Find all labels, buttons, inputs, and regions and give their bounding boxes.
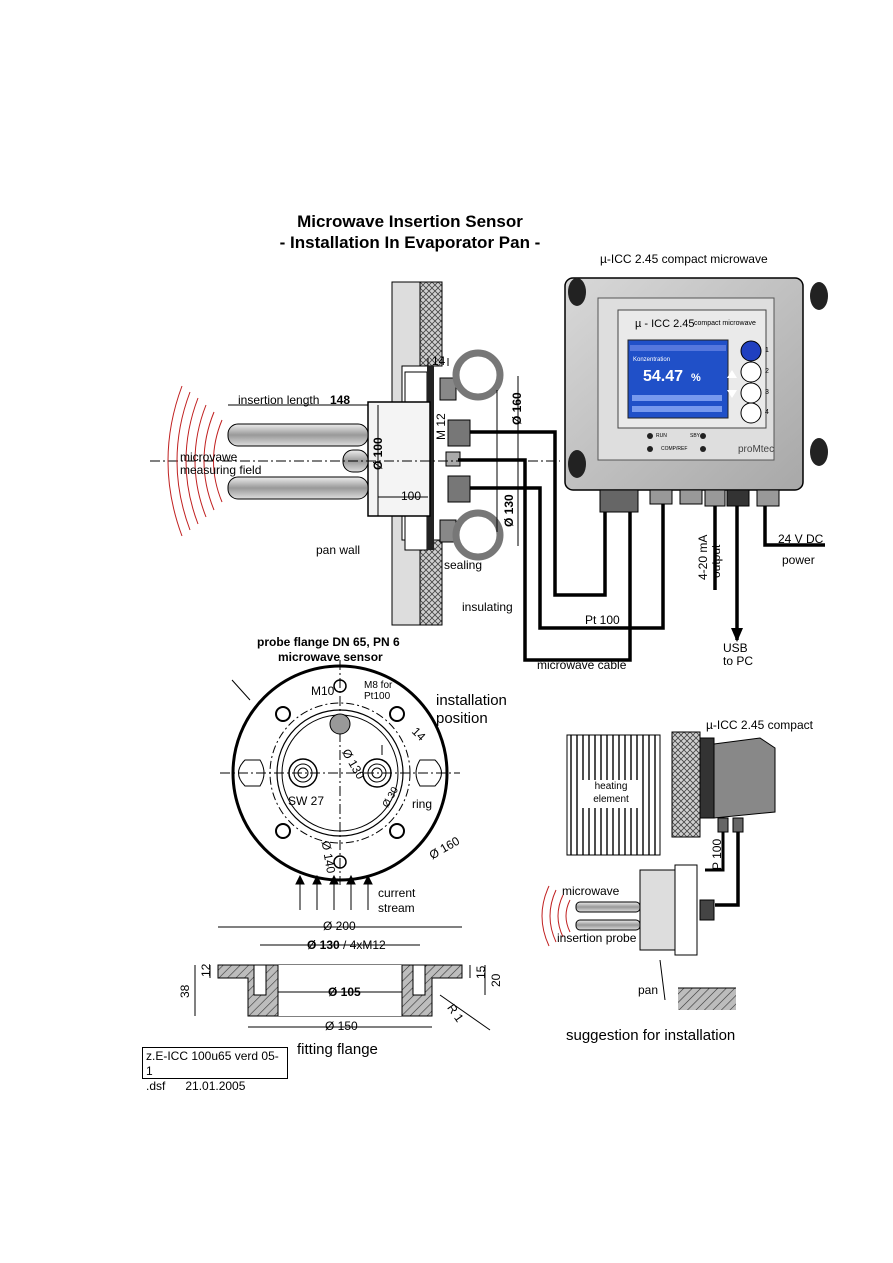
sw27-label: SW 27 <box>288 794 325 808</box>
insertion-rods <box>150 423 560 500</box>
m8-line-2: Pt100 <box>364 691 391 702</box>
led-run-label: RUN <box>656 433 667 439</box>
device-logo: proMtec <box>738 444 775 455</box>
dim-160-label: Ø 160 <box>510 392 524 425</box>
sealing-label: sealing <box>444 558 483 572</box>
doc-id-line-2: .dsf 21.01.2005 <box>146 1079 246 1093</box>
ff-h15: 15 <box>474 965 488 979</box>
ff-h12: 12 <box>199 963 213 977</box>
usb-line-2: to PC <box>723 654 754 668</box>
current-line-1: current <box>378 886 416 900</box>
power-line-2: power <box>782 553 815 567</box>
device-heading: µ-ICC 2.45 compact microwave <box>600 252 768 266</box>
current-line-2: stream <box>378 901 415 915</box>
microwave-waves <box>167 385 223 537</box>
doc-id-line-1: z.E-ICC 100u65 verd 05-1 <box>146 1049 279 1078</box>
ff-d200: Ø 200 <box>323 919 356 933</box>
fitting-flange-caption: fitting flange <box>297 1041 378 1058</box>
title-line-2: - Installation In Evaporator Pan - <box>279 233 541 252</box>
m12-label: M 12 <box>434 413 448 440</box>
display-label: Konzentration <box>633 357 671 363</box>
power-line-1: 24 V DC <box>778 532 824 546</box>
usb-line-1: USB <box>723 641 748 655</box>
insulating-label: insulating <box>462 600 513 614</box>
ff-d130-suffix: / 4xM12 <box>339 938 386 952</box>
microwave-label: microvawe <box>180 450 238 464</box>
suggestion-pt100-label: P 100 <box>710 838 724 870</box>
suggestion-microwave-label: microwave <box>562 884 620 898</box>
installation-line-2: position <box>436 710 488 727</box>
cables <box>458 430 825 662</box>
title-line-1: Microwave Insertion Sensor <box>297 212 523 231</box>
ff-h38: 38 <box>178 984 192 998</box>
device-housing <box>564 277 828 513</box>
led-sby-label: SBY <box>690 433 701 439</box>
suggestion-drawing <box>566 731 776 1010</box>
insertion-length-value: 148 <box>330 393 351 407</box>
heating-line-2: element <box>593 794 629 805</box>
output-line-2: output <box>709 544 723 578</box>
probe-flange-heading-1: probe flange DN 65, PN 6 <box>257 635 400 649</box>
installation-line-1: installation <box>436 692 507 709</box>
heating-line-1: heating <box>594 781 628 792</box>
current-stream-arrows <box>295 874 373 910</box>
display-value: 54.47 <box>643 368 684 385</box>
m10-label: M10 <box>311 684 335 698</box>
dim-14-label: 14 <box>432 354 446 368</box>
m8-line-1: M8 for <box>364 680 393 691</box>
screen-brand: µ - ICC 2.45 <box>635 318 695 330</box>
heating-element-label: heating element <box>580 780 642 808</box>
document-id-box: z.E-ICC 100u65 verd 05-1 .dsf 21.01.2005 <box>142 1047 288 1093</box>
key-1-label: 1 <box>765 347 769 354</box>
dimension-lines-top <box>228 358 519 546</box>
display-unit: % <box>691 372 701 384</box>
key-4-label: 4 <box>765 409 769 416</box>
probe-flange-heading-2: microwave sensor <box>278 650 383 664</box>
ring-label: ring <box>412 797 433 811</box>
insertion-probe-label: insertion probe <box>557 931 637 945</box>
ff-d105: Ø 105 <box>328 985 361 999</box>
output-line-1: 4-20 mA <box>696 534 710 580</box>
key-2-label: 2 <box>765 368 769 375</box>
dim-100-vertical: Ø 100 <box>371 437 385 470</box>
screen-brand-sub: compact microwave <box>694 320 756 327</box>
ff-h20: 20 <box>489 973 503 987</box>
dim-130-label: Ø 130 <box>502 494 516 527</box>
pan-wall <box>391 281 443 626</box>
measuring-field-label: measuring field <box>180 463 262 477</box>
suggestion-caption: suggestion for installation <box>566 1027 736 1044</box>
probe-flange-drawing <box>220 660 460 885</box>
fitting-flange-drawing <box>194 926 491 1031</box>
ff-d130: Ø 130 <box>307 938 340 952</box>
pt100-label: Pt 100 <box>585 613 620 627</box>
sensor-flange <box>367 349 504 561</box>
dim-100-horizontal: 100 <box>401 489 422 503</box>
usb-arrow <box>731 628 743 642</box>
suggestion-pan-label: pan <box>638 983 659 997</box>
microwave-cable-label: microwave cable <box>537 658 627 672</box>
insertion-length-label: insertion length <box>238 393 320 407</box>
ff-d150: Ø 150 <box>325 1019 358 1033</box>
pan-wall-label: pan wall <box>316 543 361 557</box>
led-comp-label: COMP/REF <box>661 446 688 452</box>
suggestion-device-label: µ-ICC 2.45 compact <box>706 718 813 732</box>
key-3-label: 3 <box>765 389 769 396</box>
suggestion-waves <box>541 885 571 947</box>
